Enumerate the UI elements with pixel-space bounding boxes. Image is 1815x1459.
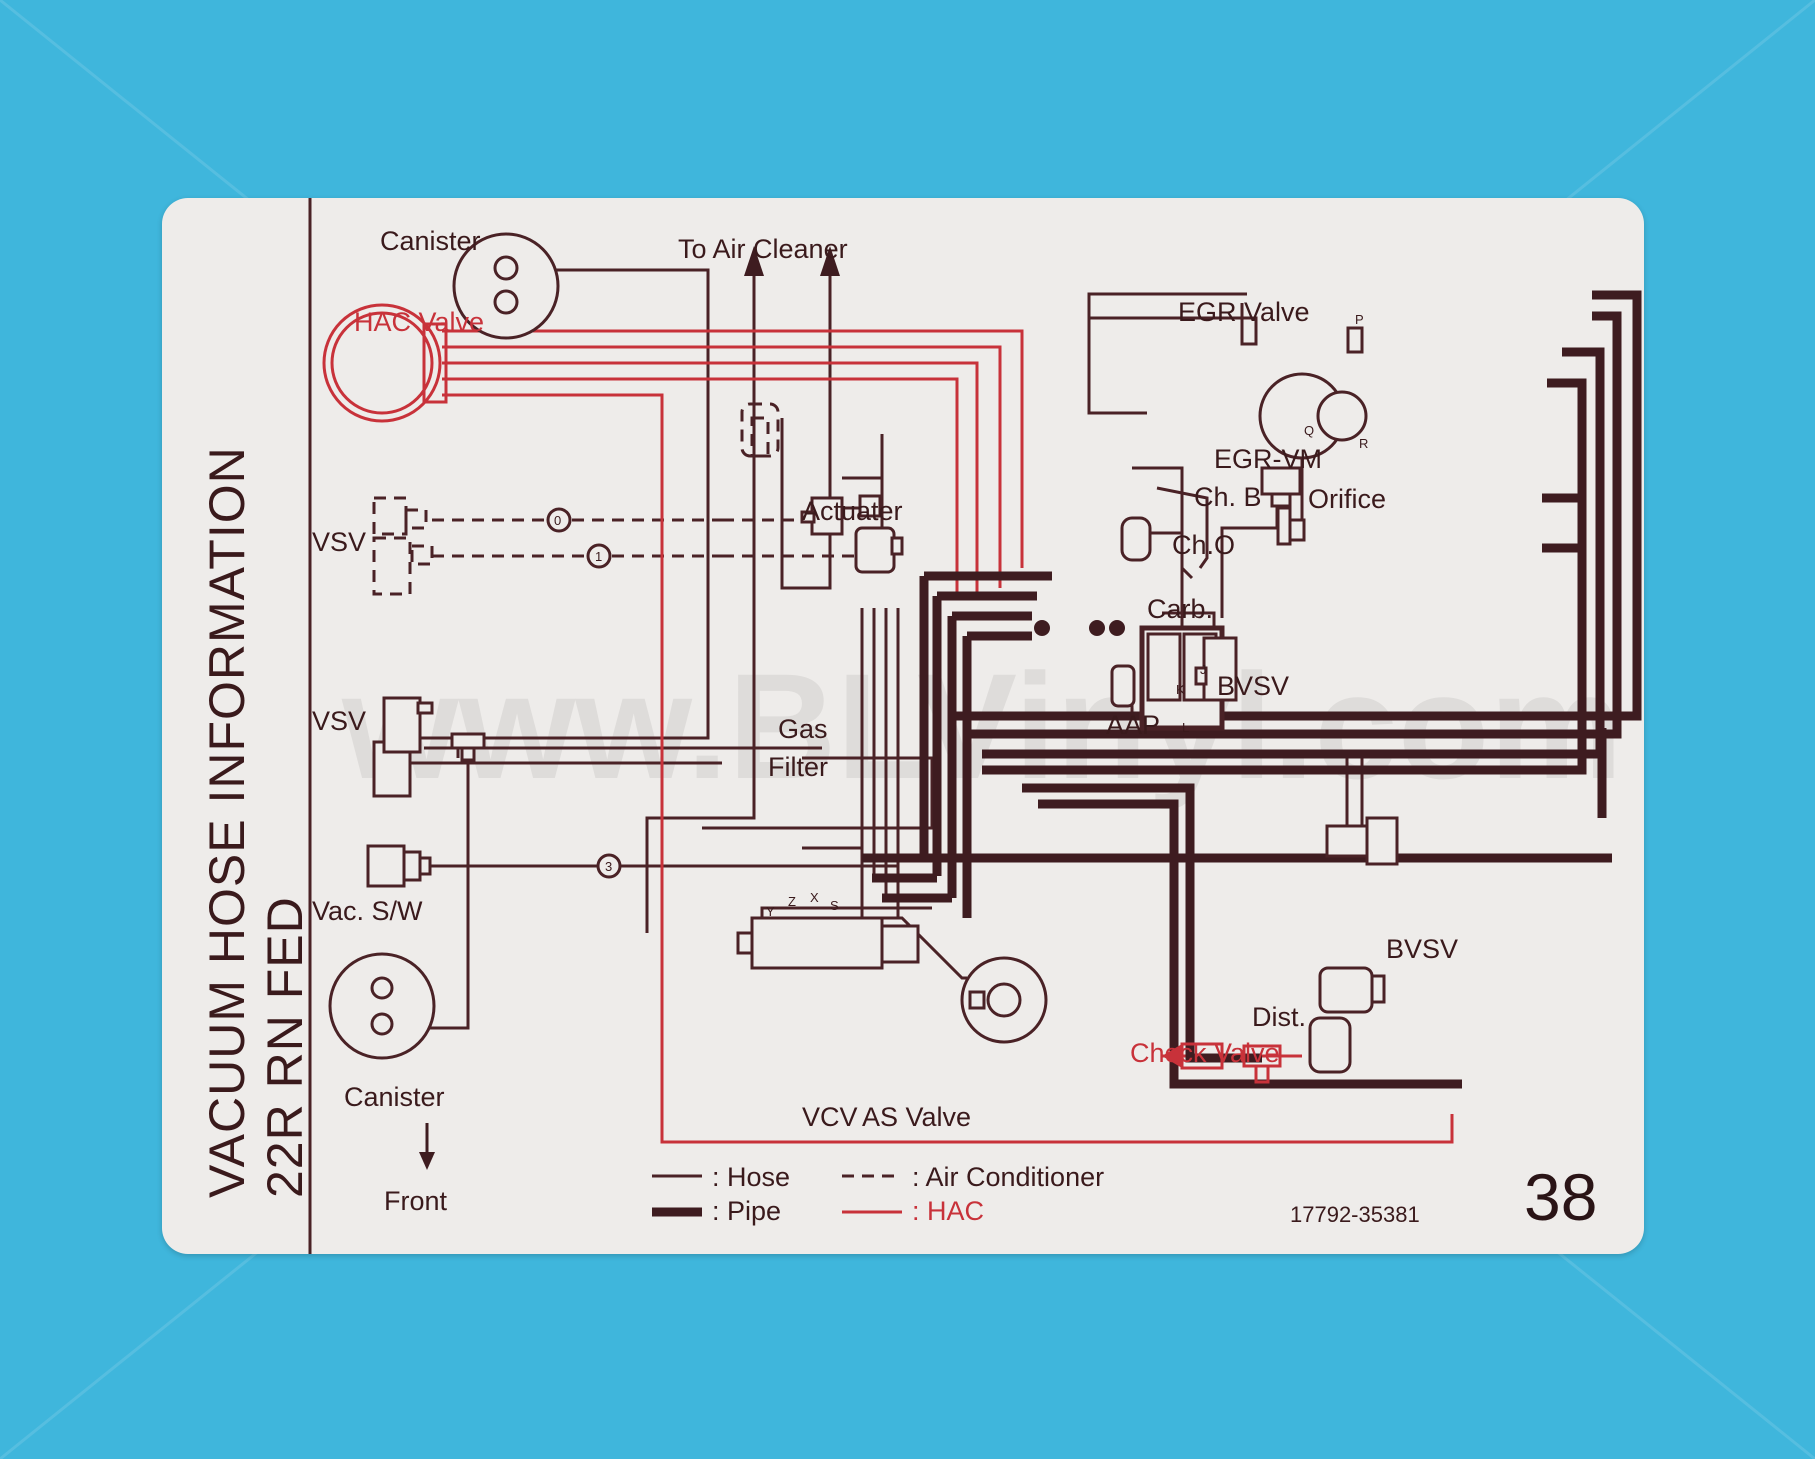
- label-bvsv-mid: BVSV: [1217, 671, 1289, 701]
- vacuum-hose-diagram: www.BLVinyl.com VACUUM HOSE INFORMATION …: [199, 198, 1642, 1254]
- label-ch-b: Ch. B: [1194, 482, 1262, 512]
- part-number: 17792-35381: [1290, 1202, 1420, 1227]
- actuater: [800, 496, 844, 536]
- label-egr-valve: EGR Valve: [1178, 297, 1310, 327]
- front-arrow: [419, 1123, 435, 1170]
- bvsv-low: [1325, 816, 1399, 866]
- label-check-valve: Check Valve: [1130, 1038, 1280, 1068]
- label-orifice: Orifice: [1308, 484, 1386, 514]
- port-x-label: X: [810, 890, 819, 905]
- label-egr-vm: EGR-VM: [1214, 444, 1322, 474]
- distributor: [1308, 966, 1386, 1074]
- circle-marker-3: 3: [596, 853, 622, 879]
- canister-bottom: [328, 952, 436, 1060]
- egr-vm: [1276, 506, 1306, 546]
- port-k-label: K: [1176, 682, 1185, 697]
- port-l-label: L: [1182, 720, 1189, 735]
- legend-hac-label: : HAC: [912, 1196, 984, 1226]
- legend-pipe-label: : Pipe: [712, 1196, 781, 1226]
- label-canister-bottom: Canister: [344, 1082, 445, 1112]
- label-carb: Carb.: [1147, 594, 1213, 624]
- watermark-text: www.BLVinyl.com: [341, 642, 1623, 810]
- canister-top: [452, 232, 560, 340]
- svg-text:1: 1: [595, 549, 602, 564]
- bvsv-mid: [1194, 636, 1238, 702]
- label-vsv-mid: VSV: [312, 706, 366, 736]
- vcv: [736, 916, 920, 970]
- hac-valve: [322, 303, 448, 423]
- hac-lines: [442, 329, 1454, 1144]
- label-ch-o: Ch.O: [1172, 530, 1235, 560]
- port-q-label: Q: [1304, 423, 1314, 438]
- page-number: 38: [1524, 1160, 1597, 1234]
- aap: [1110, 664, 1136, 708]
- vsv-top: [404, 508, 434, 566]
- title-line-2: 22R RN FED: [257, 896, 313, 1198]
- port-j-label: J: [1200, 662, 1207, 677]
- port-z-label: Z: [788, 894, 796, 909]
- legend-hose-label: : Hose: [712, 1162, 790, 1192]
- legend: : Hose : Pipe : Air Conditioner : HAC: [652, 1162, 1104, 1226]
- tee-fitting-left: [450, 732, 486, 762]
- label-dist: Dist.: [1252, 1002, 1306, 1032]
- label-vsv-top: VSV: [312, 527, 366, 557]
- title-line-1: VACUUM HOSE INFORMATION: [199, 446, 255, 1198]
- label-aap: AAP: [1106, 710, 1160, 740]
- air-cleaner-arrow-2: [820, 246, 840, 276]
- port-y-label: Y: [766, 904, 775, 919]
- label-hac-valve: HAC Valve: [354, 307, 484, 337]
- label-vcv: VCV: [802, 1102, 858, 1132]
- label-actuater: Actuater: [802, 496, 903, 526]
- label-canister-top: Canister: [380, 226, 481, 256]
- label-bvsv-low: BVSV: [1386, 934, 1458, 964]
- port-r-label: R: [1359, 436, 1368, 451]
- gas-filter: [854, 494, 904, 574]
- vsv-mid: [372, 696, 434, 798]
- port-p-label: P: [1355, 312, 1364, 327]
- label-to-air-cleaner: To Air Cleaner: [678, 234, 848, 264]
- orifice: [1260, 466, 1302, 508]
- legend-air-conditioner-label: : Air Conditioner: [912, 1162, 1104, 1192]
- label-filter: Filter: [768, 752, 828, 782]
- label-gas: Gas: [778, 714, 828, 744]
- check-valve: [1162, 1042, 1282, 1084]
- ch-o-component: [1120, 516, 1152, 562]
- label-front: Front: [384, 1186, 448, 1216]
- vacuum-switch: [366, 844, 432, 888]
- port-s-label: S: [830, 898, 839, 913]
- vacuum-hose-label-card: www.BLVinyl.com VACUUM HOSE INFORMATION …: [162, 198, 1644, 1254]
- label-as-valve: AS Valve: [862, 1102, 971, 1132]
- circle-marker-0: 0: [546, 507, 572, 533]
- label-vac-sw: Vac. S/W: [312, 896, 423, 926]
- svg-text:3: 3: [605, 859, 612, 874]
- air-cleaner-arrow-1: [744, 246, 764, 276]
- egr-valve: [1240, 316, 1368, 460]
- as-valve: [960, 956, 1048, 1044]
- svg-text:0: 0: [554, 513, 561, 528]
- circle-marker-1: 1: [586, 543, 612, 569]
